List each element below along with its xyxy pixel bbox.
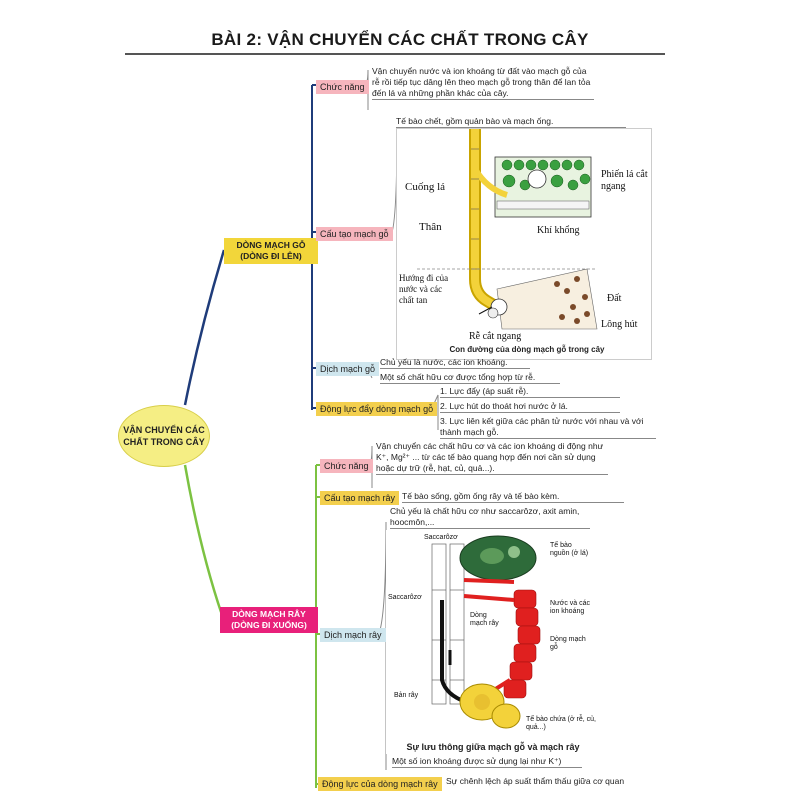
text-dong-luc-3: 3. Lực liên kết giữa các phân tử nước vớ…: [440, 416, 656, 439]
title-underline: [125, 53, 665, 55]
label-saccarozo-mid: Saccarôzơ: [388, 594, 422, 601]
figure-phloem-circulation: Saccarôzơ Saccarôzơ Bản rây Dòng mạch râ…: [386, 530, 620, 754]
node-dong-luc-mach-ray-label: Động lực của dòng mạch rây: [322, 779, 438, 789]
node-cau-tao-mach-ray: Cấu tạo mạch rây: [320, 491, 400, 505]
node-dich-mach-go-label: Dịch mạch gỗ: [320, 364, 376, 374]
node-cau-tao-mach-go-label: Cấu tạo mạch gỗ: [320, 229, 389, 239]
node-chuc-nang-go: Chức năng: [316, 80, 369, 94]
label-khi-khong: Khí khổng: [537, 225, 580, 236]
node-chuc-nang-ray: Chức năng: [320, 459, 373, 473]
label-than: Thân: [419, 221, 442, 233]
text-dich-mach-ray-top: Chủ yếu là chất hữu cơ như saccarôzơ, ax…: [390, 506, 590, 529]
node-dich-mach-ray: Dịch mạch rây: [320, 628, 386, 642]
text-dong-luc-2: 2. Lực hút do thoát hơi nước ở lá.: [440, 401, 620, 413]
branch-dong-mach-ray: DÒNG MẠCH RÂY (DÒNG ĐI XUỐNG): [220, 607, 318, 633]
label-cuong-la: Cuống lá: [405, 181, 446, 193]
root-label: VẬN CHUYỂN CÁC CHẤT TRONG CÂY: [123, 425, 205, 447]
label-nuoc-ion-khoang: Nước và các ion khoáng: [550, 600, 591, 615]
figure-xylem-pathway: Cuống lá Thân Hướng đi của nước và các c…: [396, 128, 652, 360]
text-dong-luc-mach-ray: Sự chênh lệch áp suất thẩm thấu giữa cơ …: [446, 776, 625, 786]
branch-dong-mach-go-label: DÒNG MẠCH GỖ (DÒNG ĐI LÊN): [236, 240, 306, 261]
page-title: BÀI 2: VẬN CHUYỂN CÁC CHẤT TRONG CÂY: [211, 30, 589, 49]
branch-dong-mach-ray-label: DÒNG MẠCH RÂY (DÒNG ĐI XUỐNG): [231, 609, 307, 630]
label-saccarozo-top: Saccarôzơ: [424, 534, 458, 541]
label-dong-mach-go: Dòng mạch gỗ: [550, 636, 586, 651]
node-cau-tao-mach-ray-label: Cấu tạo mạch rây: [324, 493, 396, 503]
node-dong-luc-mach-go: Động lực đẩy dòng mạch gỗ: [316, 402, 438, 416]
label-te-bao-chua: Tế bào chứa (ở rễ, củ, quả...): [526, 716, 596, 731]
node-dich-mach-go: Dịch mạch gỗ: [316, 362, 380, 376]
xylem-illustration: [417, 129, 598, 330]
text-dong-luc-1: 1. Lực đẩy (áp suất rễ).: [440, 386, 620, 398]
node-cau-tao-mach-go: Cấu tạo mạch gỗ: [316, 227, 393, 241]
root-node: VẬN CHUYỂN CÁC CHẤT TRONG CÂY: [118, 405, 210, 467]
node-dich-mach-ray-label: Dịch mạch rây: [324, 630, 382, 640]
node-chuc-nang-go-label: Chức năng: [320, 82, 365, 92]
label-long-hut: Lông hút: [601, 319, 638, 330]
label-ban-ray: Bản rây: [394, 692, 419, 699]
figure-phloem-caption: Sự lưu thông giữa mạch gỗ và mạch rây: [406, 742, 580, 752]
label-re-cat-ngang: Rễ cắt ngang: [469, 331, 522, 342]
label-dong-mach-ray: Dòng mạch rây: [470, 612, 499, 627]
text-cau-tao-mach-ray: Tế bào sống, gồm ống rây và tế bào kèm.: [402, 491, 624, 503]
text-chuc-nang-ray: Vận chuyển các chất hữu cơ và các ion kh…: [376, 441, 608, 475]
text-dich-mach-ray-bottom: Một số ion khoáng được sử dụng lại như K…: [392, 756, 582, 768]
label-te-bao-nguon: Tế bào nguồn (ở lá): [550, 542, 589, 557]
label-phien-la: Phiến lá cắt ngang: [601, 169, 648, 192]
branch-dong-mach-go: DÒNG MẠCH GỖ (DÒNG ĐI LÊN): [224, 238, 318, 264]
node-dong-luc-mach-ray: Động lực của dòng mạch rây: [318, 777, 442, 791]
figure-xylem-caption: Con đường của dòng mạch gỗ trong cây: [449, 345, 605, 354]
phloem-illustration: [431, 535, 541, 729]
text-cau-tao-mach-go: Tế bào chết, gồm quản bào và mạch ống.: [396, 116, 626, 128]
node-dong-luc-mach-go-label: Động lực đẩy dòng mạch gỗ: [320, 404, 434, 414]
label-dat: Đất: [607, 293, 622, 304]
text-dich-mach-go-1: Chủ yếu là nước, các ion khoáng.: [380, 357, 530, 369]
text-chuc-nang-go: Vận chuyển nước và ion khoáng từ đất vào…: [372, 66, 594, 100]
label-huong-di: Hướng đi của nước và các chất tan: [399, 273, 449, 305]
node-chuc-nang-ray-label: Chức năng: [324, 461, 369, 471]
text-dich-mach-go-2: Một số chất hữu cơ được tổng hợp từ rễ.: [380, 372, 560, 384]
